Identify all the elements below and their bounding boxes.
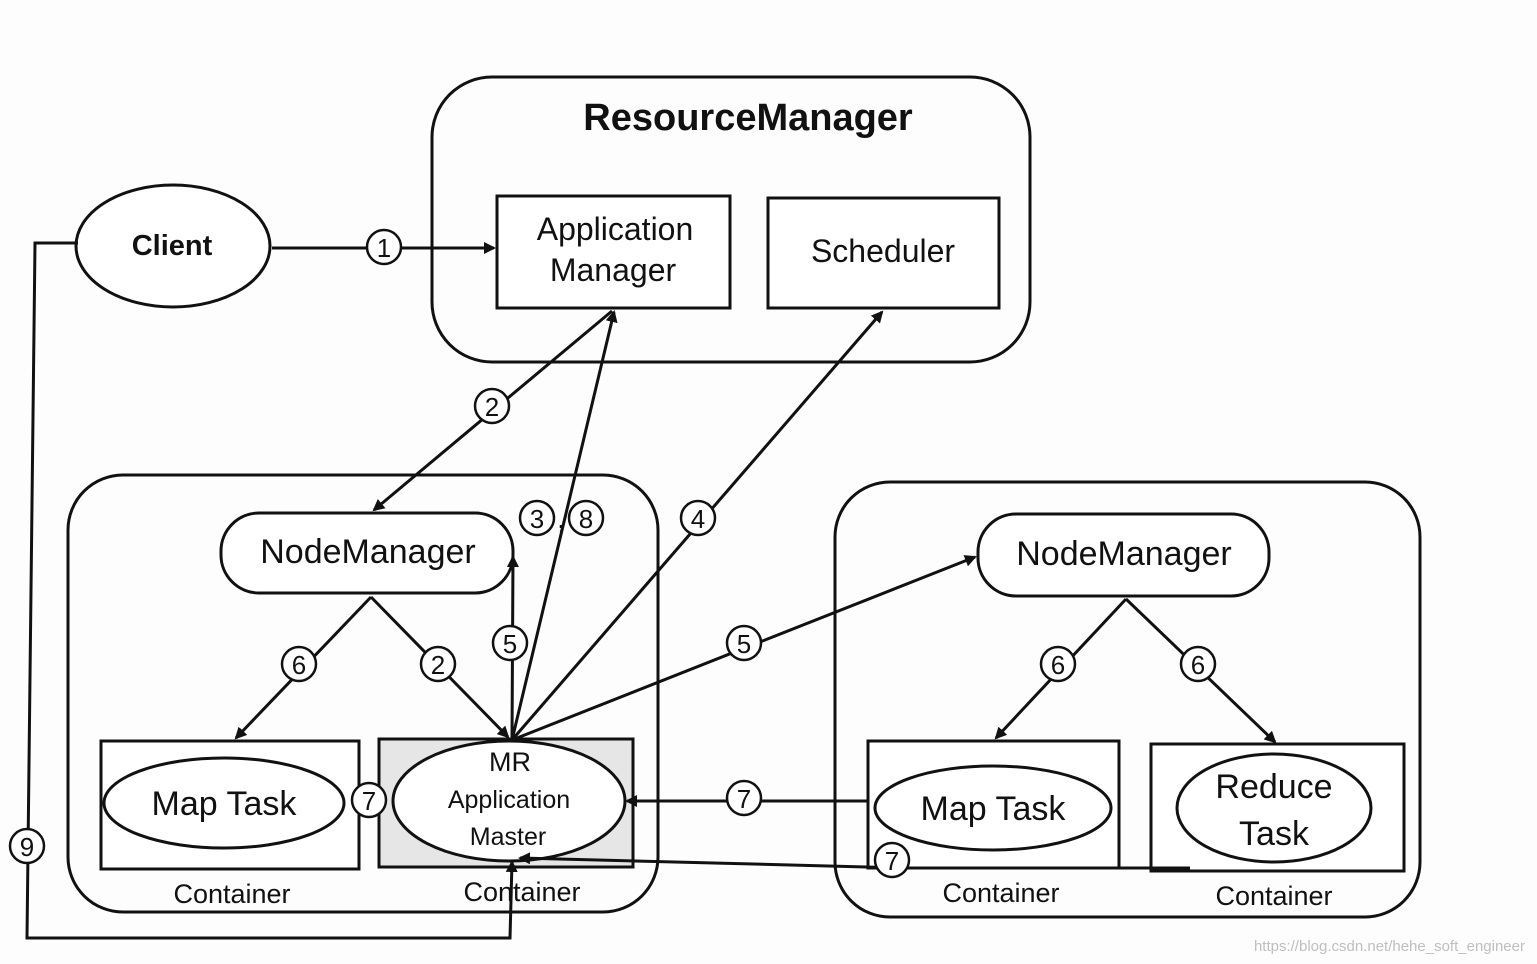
step-5-label-left: 5: [503, 629, 517, 659]
step-6-label-node1: 6: [292, 650, 306, 680]
step-9-badge: 9: [8, 827, 46, 865]
step-5-badge-right: 5: [725, 624, 763, 662]
application-manager-label-2: Manager: [550, 252, 677, 288]
watermark-text: https://blog.csdn.net/hehe_soft_engineer: [1254, 938, 1525, 955]
application-manager-box: [495, 194, 732, 310]
client-label: Client: [132, 230, 213, 262]
step-7-label-maptask2: 7: [737, 784, 751, 814]
mr-app-master-label-2: Application: [448, 786, 570, 814]
step-7-badge-reduce: 7: [873, 841, 911, 879]
step-4-badge: 4: [679, 499, 717, 537]
arrow-mr-to-app-manager: [510, 310, 618, 741]
step-6-label-node2-right: 6: [1191, 650, 1205, 680]
node1-box: [66, 473, 660, 914]
node2-container-left-label: Container: [942, 878, 1059, 908]
step-8-label: 8: [579, 504, 593, 534]
step-3-badge: 3: [518, 499, 556, 537]
reduce-task-label-1: Reduce: [1215, 768, 1332, 806]
node2-container-right-label: Container: [1215, 881, 1332, 911]
step-5-label-right: 5: [737, 629, 751, 659]
node1-nodemanager-label: NodeManager: [260, 533, 475, 571]
step-2-label-top: 2: [485, 392, 499, 422]
step-6-badge-node2-right: 6: [1179, 645, 1217, 683]
scheduler-box: [766, 196, 1001, 310]
step-6-badge-node2-left: 6: [1039, 645, 1077, 683]
node1-container-right-label: Container: [463, 877, 580, 907]
step-7-badge-node1: 7: [350, 781, 388, 819]
client-ellipse: [74, 183, 272, 309]
node2-box: [833, 480, 1422, 919]
step-1-label: 1: [377, 233, 391, 263]
step-6-label-node2-left: 6: [1051, 650, 1065, 680]
step-3-label: 3: [530, 504, 544, 534]
node2-map-task-label: Map Task: [921, 790, 1067, 828]
step-7-badge-maptask2: 7: [725, 779, 763, 817]
step-2-badge-node1: 2: [419, 645, 457, 683]
scheduler-label: Scheduler: [811, 233, 955, 269]
node2-map-task-ellipse: [873, 764, 1113, 852]
step-9-label: 9: [20, 832, 34, 862]
node1-nodemanager-box: [219, 511, 515, 595]
application-manager-label-1: Application: [537, 211, 694, 247]
node2-nodemanager-box: [976, 512, 1271, 598]
step-6-badge-node1: 6: [280, 645, 318, 683]
node1-map-task-label: Map Task: [152, 785, 298, 823]
mr-app-master-label-3: Master: [470, 823, 546, 851]
step-4-label: 4: [691, 504, 705, 534]
reduce-task-label-2: Task: [1239, 815, 1310, 853]
node1-map-task-ellipse: [102, 756, 346, 850]
step-2-badge-top: 2: [473, 387, 511, 425]
step-3-8-comma: ,: [557, 503, 565, 534]
node1-container-left-label: Container: [173, 879, 290, 909]
step-7-label-node1: 7: [362, 786, 376, 816]
arrow-client-to-mr: [25, 241, 518, 940]
step-2-label-node1: 2: [431, 650, 445, 680]
reduce-task-ellipse: [1175, 752, 1373, 864]
step-5-badge-left: 5: [491, 624, 529, 662]
resource-manager-title: ResourceManager: [583, 97, 913, 139]
step-8-badge: 8: [567, 499, 605, 537]
node2-nodemanager-label: NodeManager: [1016, 535, 1231, 573]
mr-app-master-label-1: MR: [489, 747, 531, 777]
resource-manager-box: [430, 75, 1032, 364]
step-7-label-reduce: 7: [885, 846, 899, 876]
step-1-badge: 1: [365, 228, 403, 266]
